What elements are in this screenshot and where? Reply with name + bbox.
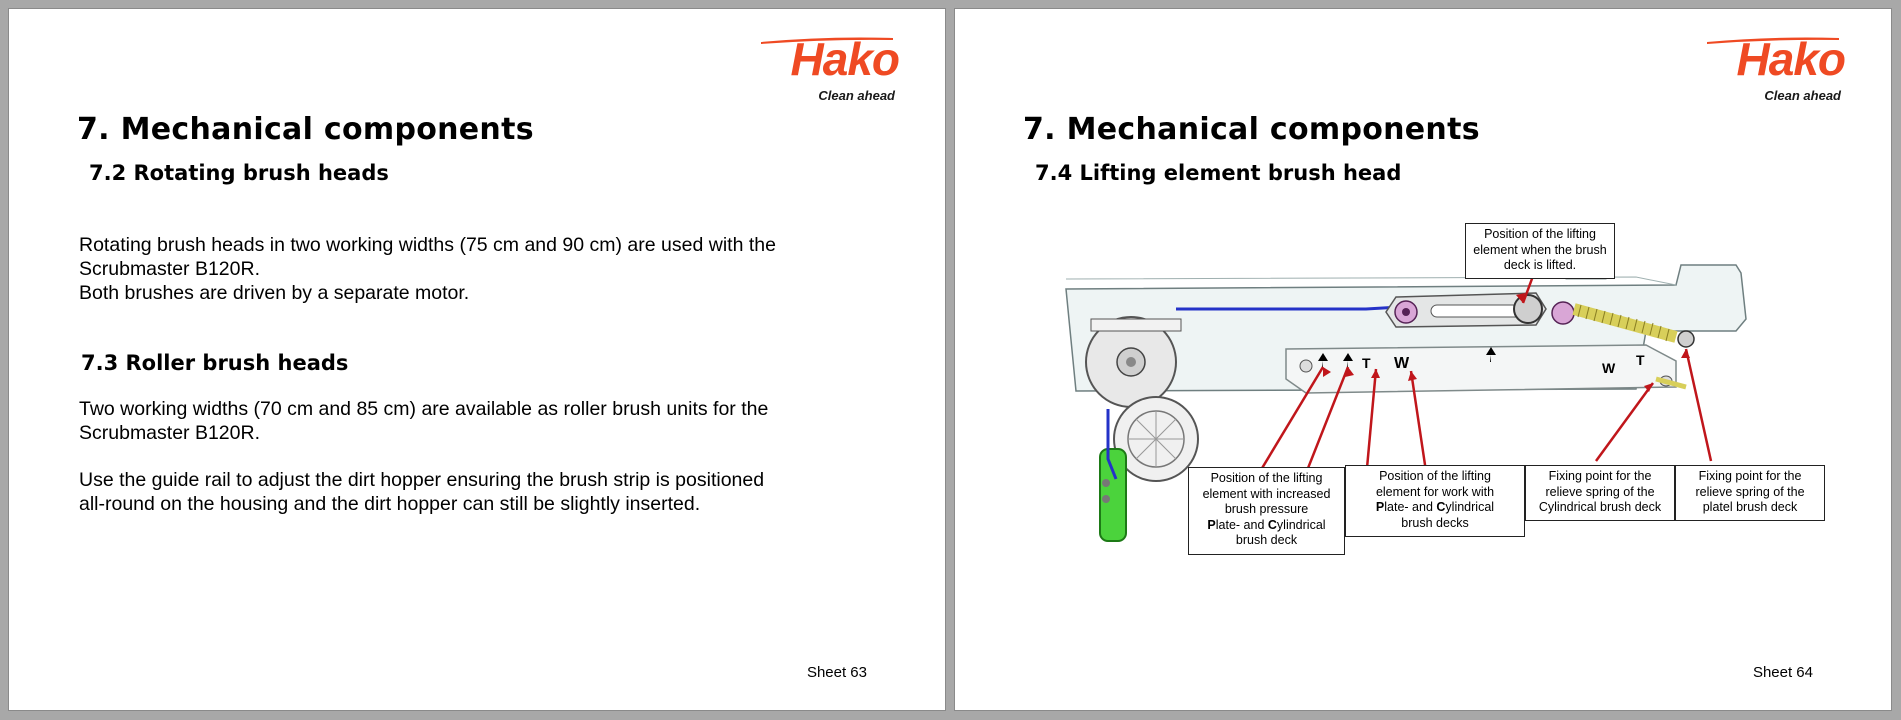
chassis-edge [1065, 276, 1677, 286]
motor-bracket [1090, 318, 1182, 332]
bold-initial: C [1436, 500, 1446, 514]
logo-tagline: Clean ahead [818, 88, 895, 103]
text-line: Scrubmaster B120R. [79, 422, 260, 444]
hako-logo: Hako Clean ahead [749, 33, 900, 105]
bowden-cable-lower [1106, 409, 1118, 480]
callout-fixing-plate: Fixing point for the relieve spring of t… [1675, 465, 1825, 521]
text-line: Scrubmaster B120R. [79, 258, 260, 280]
callout-line: Plate- and Cylindrical [1350, 500, 1520, 516]
mark-t: T [1636, 352, 1645, 368]
text-line: Use the guide rail to adjust the dirt ho… [79, 469, 765, 491]
paragraph-guide-rail: Use the guide rail to adjust the dirt ho… [79, 468, 879, 516]
text-line: Rotating brush heads in two working widt… [79, 234, 776, 256]
callout-line: Position of the lifting [1379, 469, 1491, 483]
callout-text: late- and [1384, 500, 1437, 514]
page-title: 7. Mechanical components [77, 112, 534, 147]
spring-anchor [1677, 330, 1695, 348]
callout-text: late- and [1215, 517, 1268, 532]
callout-line: brush deck [1235, 533, 1298, 547]
sheet-63: Hako Clean ahead 7. Mechanical component… [8, 8, 946, 711]
page-title: 7. Mechanical components [1023, 112, 1480, 147]
lever-nut [1513, 294, 1543, 324]
callout-text: ylindrical [1445, 500, 1495, 514]
text-line: Two working widths (70 cm and 85 cm) are… [79, 398, 769, 420]
callout-work-position: Position of the lifting element for work… [1345, 465, 1525, 537]
text-line: Both brushes are driven by a separate mo… [79, 282, 470, 304]
lever-pivot-center [1402, 308, 1410, 316]
paragraph-rotating-brush: Rotating brush heads in two working widt… [79, 233, 879, 305]
logo-wordmark: Hako [1736, 33, 1846, 85]
position-arrows [1318, 347, 1496, 368]
section-heading-7-4: 7.4 Lifting element brush head [1035, 161, 1402, 185]
callout-line: platel brush deck [1702, 500, 1798, 514]
relieve-spring [1572, 303, 1678, 343]
lever-slot [1430, 304, 1522, 318]
callout-fixing-cylindrical: Fixing point for the relieve spring of t… [1525, 465, 1675, 521]
callout-line: Position of the lifting [1210, 471, 1323, 485]
callout-line: Fixing point for the [1698, 469, 1802, 483]
callout-lifted-position: Position of the lifting element when the… [1465, 223, 1615, 279]
callout-line: element for work with [1375, 484, 1495, 499]
callout-line: Cylindrical brush deck [1538, 500, 1662, 514]
lifting-element-diagram: T W W T [1036, 209, 1825, 569]
wheel-spokes [1128, 411, 1184, 467]
callout-line: brush decks [1401, 515, 1469, 530]
motor-nut-center [1126, 357, 1136, 367]
hako-logo: Hako Clean ahead [1695, 33, 1846, 105]
logo-swoosh-icon [761, 37, 893, 44]
callout-line: Position of the lifting [1484, 227, 1596, 241]
callout-line: Fixing point for the [1548, 469, 1652, 483]
leader-arrowheads [1323, 293, 1690, 392]
callout-line: relieve spring of the [1545, 484, 1655, 499]
bold-initial: P [1375, 500, 1385, 514]
mark-w: W [1602, 360, 1616, 376]
callout-line: element when the brush [1473, 242, 1607, 257]
bold-initial: C [1267, 517, 1277, 532]
callout-increased-pressure: Position of the lifting element with inc… [1188, 467, 1345, 555]
clamp-screw [1102, 495, 1110, 503]
callout-line: deck is lifted. [1503, 258, 1577, 272]
text-line: all-round on the housing and the dirt ho… [79, 493, 701, 515]
bracket-bolt [1299, 359, 1313, 373]
callout-line: element with increased [1202, 486, 1331, 501]
mark-w: W [1394, 355, 1410, 372]
section-heading-7-3: 7.3 Roller brush heads [81, 351, 349, 375]
callout-line: relieve spring of the [1695, 484, 1805, 499]
logo-wordmark: Hako [790, 33, 900, 85]
section-heading-7-2: 7.2 Rotating brush heads [89, 161, 389, 185]
logo-swoosh-icon [1707, 37, 1839, 44]
callout-line: Plate- and Cylindrical [1193, 518, 1340, 534]
callout-text: ylindrical [1276, 517, 1326, 532]
paragraph-roller-brush-widths: Two working widths (70 cm and 85 cm) are… [79, 397, 879, 445]
lower-bracket [1285, 344, 1677, 394]
sheet-number: Sheet 64 [1752, 664, 1813, 681]
sheet-64: Hako Clean ahead 7. Mechanical component… [954, 8, 1892, 711]
sheet-number: Sheet 63 [806, 664, 867, 681]
spring-lower [1655, 376, 1687, 390]
callout-line: brush pressure [1224, 502, 1309, 516]
green-clamp [1099, 448, 1127, 542]
spring-eye [1551, 301, 1575, 325]
bold-initial: P [1207, 517, 1216, 532]
logo-tagline: Clean ahead [1764, 88, 1841, 103]
mark-t: T [1362, 355, 1371, 371]
clamp-screw [1102, 479, 1110, 487]
